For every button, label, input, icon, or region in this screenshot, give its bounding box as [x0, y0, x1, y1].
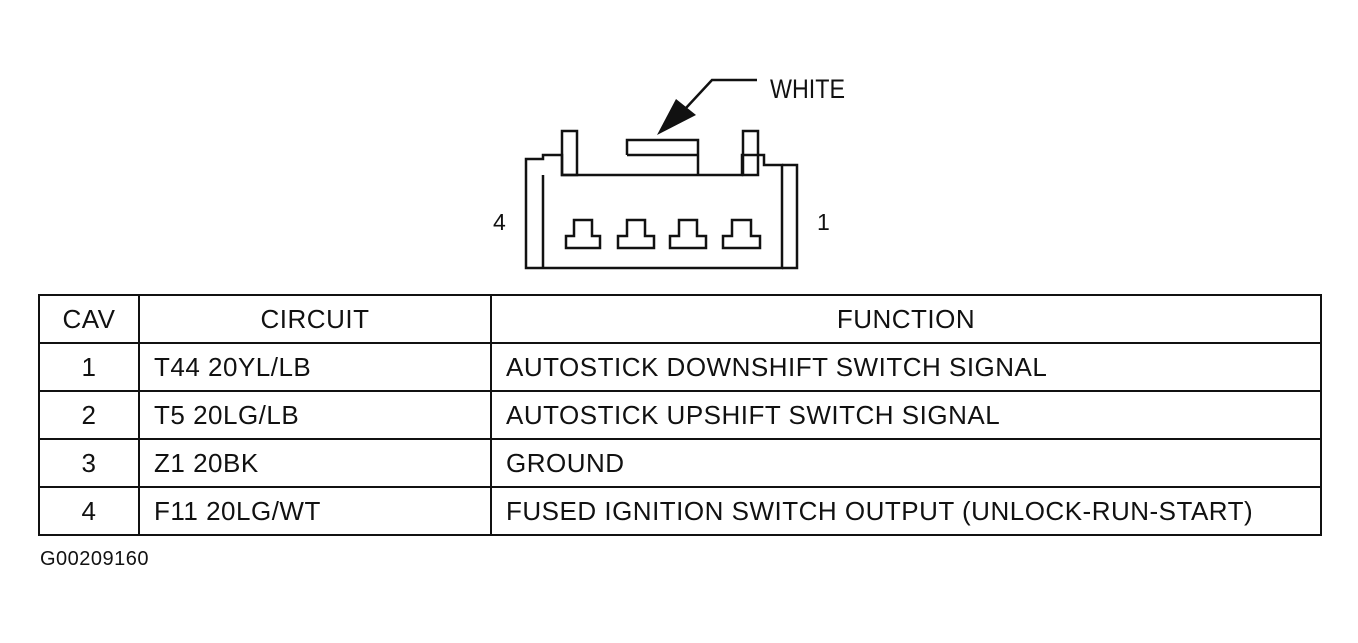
- function-cell: FUSED IGNITION SWITCH OUTPUT (UNLOCK-RUN…: [490, 486, 1322, 536]
- header-cav: CAV: [38, 294, 140, 344]
- circuit-cell: F11 20LG/WT: [138, 486, 492, 536]
- color-leader-arrow: [657, 78, 757, 135]
- function-cell: AUTOSTICK UPSHIFT SWITCH SIGNAL: [490, 390, 1322, 440]
- center-lock-tab: [625, 138, 700, 175]
- table-row: 2 T5 20LG/LB AUTOSTICK UPSHIFT SWITCH SI…: [38, 390, 1322, 440]
- connector-color-label: WHITE: [770, 74, 845, 104]
- figure-id: G00209160: [40, 548, 150, 570]
- right-cavity-number: 1: [817, 209, 830, 235]
- cavity-4-terminal: [564, 218, 602, 250]
- left-latch-tab: [560, 129, 579, 177]
- cav-cell: 3: [38, 438, 140, 488]
- circuit-cell: T44 20YL/LB: [138, 342, 492, 392]
- table-row: 4 F11 20LG/WT FUSED IGNITION SWITCH OUTP…: [38, 486, 1322, 536]
- cav-cell: 1: [38, 342, 140, 392]
- table-row: 1 T44 20YL/LB AUTOSTICK DOWNSHIFT SWITCH…: [38, 342, 1322, 392]
- header-circuit: CIRCUIT: [138, 294, 492, 344]
- right-side-rail: [782, 163, 799, 270]
- cavity-1-terminal: [721, 218, 762, 250]
- function-cell: GROUND: [490, 438, 1322, 488]
- header-function: FUNCTION: [490, 294, 1322, 344]
- cav-cell: 4: [38, 486, 140, 536]
- right-latch-tab: [741, 129, 760, 177]
- left-cavity-number: 4: [493, 209, 506, 235]
- cav-cell: 2: [38, 390, 140, 440]
- function-cell: AUTOSTICK DOWNSHIFT SWITCH SIGNAL: [490, 342, 1322, 392]
- circuit-cell: Z1 20BK: [138, 438, 492, 488]
- connector-diagram: WHITE 4 1: [493, 74, 845, 270]
- table-row: 3 Z1 20BK GROUND: [38, 438, 1322, 488]
- circuit-cell: T5 20LG/LB: [138, 390, 492, 440]
- table-header-row: CAV CIRCUIT FUNCTION: [38, 294, 1322, 344]
- cavity-3-terminal: [616, 218, 656, 250]
- pinout-table: CAV CIRCUIT FUNCTION 1 T44 20YL/LB AUTOS…: [38, 294, 1322, 536]
- cavity-2-terminal: [668, 218, 708, 250]
